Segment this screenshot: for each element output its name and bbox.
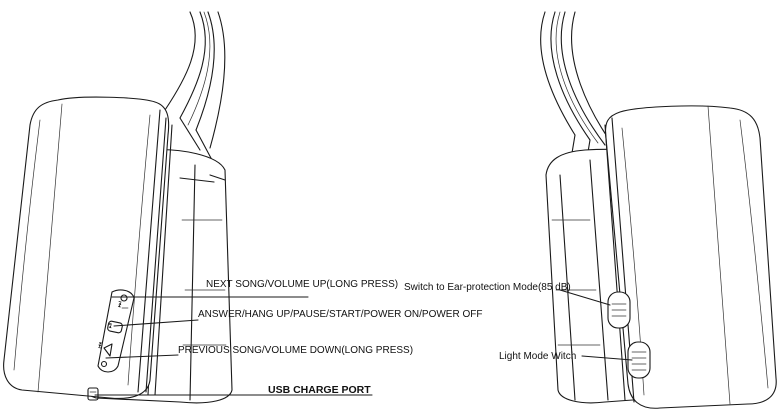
ear-protection-label: Switch to Ear-protection Mode(85 dB): [404, 282, 571, 293]
left-control-strip: [87, 289, 135, 401]
previous-song-label: PREVIOUS SONG/VOLUME DOWN(LONG PRESS): [178, 345, 414, 356]
light-mode-label: Light Mode Witch: [499, 351, 577, 362]
next-song-label: NEXT SONG/VOLUME UP(LONG PRESS): [206, 279, 399, 290]
right-switches: [607, 291, 651, 379]
right-leader-lines: [559, 289, 633, 361]
left-ear-cushion: [3, 96, 173, 399]
left-leader-lines: [94, 296, 373, 396]
answer-label: ANSWER/HANG UP/PAUSE/START/POWER ON/POWE…: [198, 309, 483, 320]
usb-charge-port-label: USB CHARGE PORT: [268, 384, 371, 396]
left-headband: [164, 11, 226, 161]
